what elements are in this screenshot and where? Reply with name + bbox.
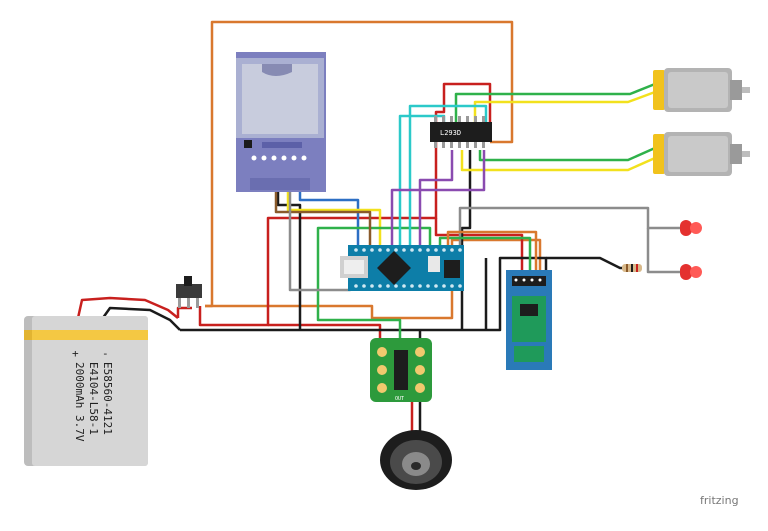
amp-out-label: OUT [395,396,404,402]
wire-blue-sd [298,190,360,248]
wire-black-main [180,256,548,332]
wire-green-amp2 [316,248,402,342]
dc-motor-1 [653,68,750,112]
wire-green-bt [438,236,532,270]
wire-red-bat [76,296,179,319]
fritzing-watermark: fritzing [700,494,739,507]
wire-purple-chip [418,150,454,248]
wire-red-switch [176,306,192,318]
speaker [380,430,452,490]
wire-green-motor1 [454,82,656,140]
wire-gray-led [458,206,680,248]
power-switch [176,276,202,308]
wire-orange-bt [446,230,538,270]
led-2 [680,264,702,280]
chip-label: L293D [440,129,461,137]
wire-cyan-chip2 [408,104,488,248]
wire-yellow-motor2 [460,150,656,172]
lipo-battery: + - E58560-4121 E4104-L58-1 2000mAh 3.7V [24,316,148,466]
wire-yellow-motor1 [473,90,656,140]
sd-pins [251,155,307,161]
wire-green-motor2 [478,146,656,162]
battery-plus: + [72,347,79,360]
led-1 [680,220,702,236]
wire-black-bat [98,306,181,331]
battery-label-line3: 2000mAh 3.7V [73,362,86,442]
sd-card-module [236,52,326,192]
wire-brown-sd [274,190,372,248]
wire-green-amp [316,226,432,248]
wire-red-amp [268,323,382,342]
battery-label-line2: E4104-L58-1 [87,362,100,435]
battery-minus: - [102,347,109,360]
motor-driver-chip: L293D [430,116,492,148]
wire-gray-led2 [646,228,680,274]
wire-purple-chip2 [390,150,486,248]
wire-red-bt [434,218,524,270]
resistor [622,264,642,272]
amplifier-board: OUT [370,338,432,402]
dc-motor-2 [653,132,750,176]
arduino-nano [340,245,464,291]
battery-label-line1: E58560-4121 [101,362,114,435]
bluetooth-module [506,270,552,370]
wire-orange-bottom [205,238,542,320]
